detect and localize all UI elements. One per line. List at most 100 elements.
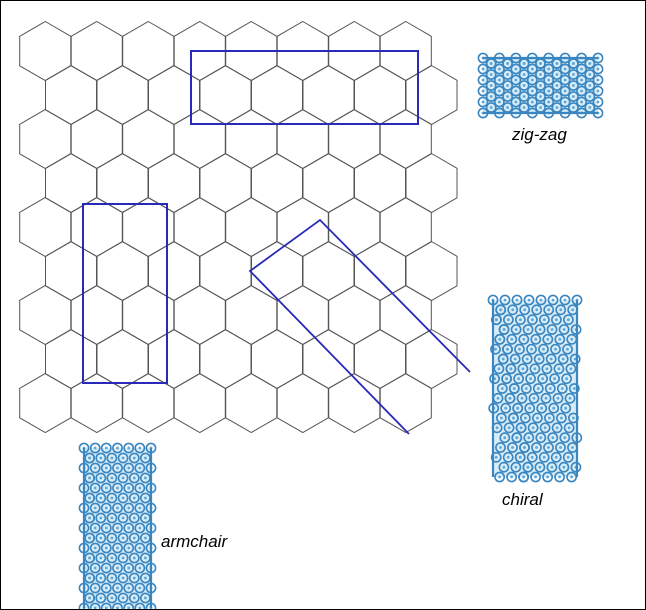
hexagon-cell bbox=[302, 64, 355, 126]
tube-atom bbox=[93, 506, 97, 510]
tube-ring bbox=[552, 392, 564, 404]
tube-ring bbox=[496, 383, 508, 394]
tube-atom bbox=[570, 475, 573, 479]
hexagon-cell bbox=[251, 152, 303, 214]
tube-atom bbox=[121, 556, 125, 560]
tube-ring bbox=[117, 512, 129, 524]
tube-ring bbox=[559, 85, 571, 97]
tube-ring bbox=[504, 392, 516, 404]
tube-atom bbox=[127, 526, 131, 530]
tube-ring bbox=[534, 461, 546, 473]
tube-atom bbox=[535, 308, 539, 312]
tube-ring bbox=[485, 91, 497, 102]
hexagon-cell bbox=[96, 328, 149, 390]
tube-ring bbox=[89, 442, 101, 454]
tube-atom bbox=[534, 337, 538, 341]
tube-atom bbox=[565, 377, 568, 381]
tube-ring bbox=[555, 304, 567, 316]
tube-ring bbox=[128, 512, 140, 524]
tube-atom bbox=[88, 496, 91, 500]
armchair-selection-rect bbox=[82, 203, 168, 384]
tube-ring bbox=[106, 552, 118, 564]
tube-atom bbox=[138, 586, 142, 590]
hexagon-cell bbox=[379, 284, 432, 346]
tube-atom bbox=[93, 586, 97, 590]
tube-ring bbox=[493, 85, 505, 97]
tube-atom bbox=[580, 89, 583, 93]
tube-atom bbox=[572, 416, 575, 420]
tube-atom bbox=[116, 526, 119, 530]
tube-ring bbox=[117, 452, 129, 464]
tube-atom bbox=[555, 95, 559, 98]
tube-atom bbox=[572, 387, 576, 390]
tube-ring bbox=[553, 363, 565, 375]
tube-ring bbox=[535, 69, 546, 80]
hexagon-cell bbox=[70, 108, 123, 170]
tube-ring bbox=[521, 353, 533, 365]
tube-ring bbox=[592, 85, 604, 97]
tube-atom bbox=[510, 337, 514, 341]
tube-atom bbox=[93, 606, 97, 609]
tube-atom bbox=[121, 456, 125, 460]
tube-ring bbox=[518, 80, 530, 91]
tube-ring bbox=[495, 442, 506, 453]
hexagon-cell bbox=[405, 64, 458, 126]
tube-atom bbox=[132, 516, 136, 520]
tube-atom bbox=[127, 446, 131, 450]
tube-atom bbox=[498, 100, 501, 104]
tube-atom bbox=[110, 536, 114, 540]
tube-ring bbox=[134, 462, 146, 474]
tube-ring bbox=[559, 63, 571, 75]
tube-atom bbox=[498, 78, 501, 82]
tube-atom bbox=[110, 596, 114, 600]
tube-ring bbox=[123, 442, 135, 454]
tube-atom bbox=[144, 516, 147, 520]
tube-ring bbox=[95, 572, 107, 584]
hexagon-cell bbox=[199, 328, 252, 390]
tube-atom bbox=[127, 466, 131, 470]
hexagon-cell bbox=[96, 64, 149, 126]
tube-ring bbox=[123, 602, 135, 609]
tube-atom bbox=[116, 506, 119, 510]
tube-ring bbox=[554, 471, 565, 483]
tube-atom bbox=[88, 476, 91, 480]
tube-ring bbox=[563, 314, 574, 326]
tube-atom bbox=[539, 84, 542, 87]
chiral-selection-strip bbox=[248, 218, 471, 435]
tube-ring bbox=[89, 522, 101, 534]
tube-atom bbox=[127, 506, 131, 510]
tube-ring bbox=[530, 333, 542, 345]
tube-ring bbox=[100, 442, 112, 454]
tube-ring bbox=[518, 333, 530, 345]
tube-atom bbox=[507, 426, 511, 430]
tube-atom bbox=[499, 446, 502, 449]
tube-ring bbox=[106, 452, 118, 464]
tube-ring bbox=[526, 63, 538, 75]
tube-atom bbox=[530, 78, 534, 82]
tube-ring bbox=[528, 392, 540, 404]
tube-ring bbox=[499, 294, 511, 306]
tube-atom bbox=[555, 84, 559, 87]
tube-ring bbox=[134, 522, 146, 534]
tube-atom bbox=[144, 476, 147, 480]
tube-atom bbox=[506, 106, 509, 109]
hexagon-cell bbox=[19, 20, 72, 82]
tube-atom bbox=[539, 73, 542, 76]
hexagon-cell bbox=[96, 240, 149, 302]
tube-atom bbox=[511, 446, 514, 449]
tube-atom bbox=[481, 78, 485, 82]
tube-ring bbox=[534, 324, 546, 335]
tube-ring bbox=[506, 333, 518, 345]
tube-ring bbox=[539, 422, 551, 434]
tube-ring bbox=[506, 471, 517, 483]
tube-atom bbox=[547, 100, 551, 104]
tube-atom bbox=[497, 367, 501, 371]
tube-ring bbox=[134, 482, 146, 494]
tube-atom bbox=[99, 516, 103, 520]
tube-atom bbox=[530, 67, 534, 71]
tube-atom bbox=[533, 367, 537, 371]
tube-atom bbox=[537, 357, 541, 361]
tube-atom bbox=[527, 298, 531, 302]
tube-atom bbox=[116, 546, 119, 550]
